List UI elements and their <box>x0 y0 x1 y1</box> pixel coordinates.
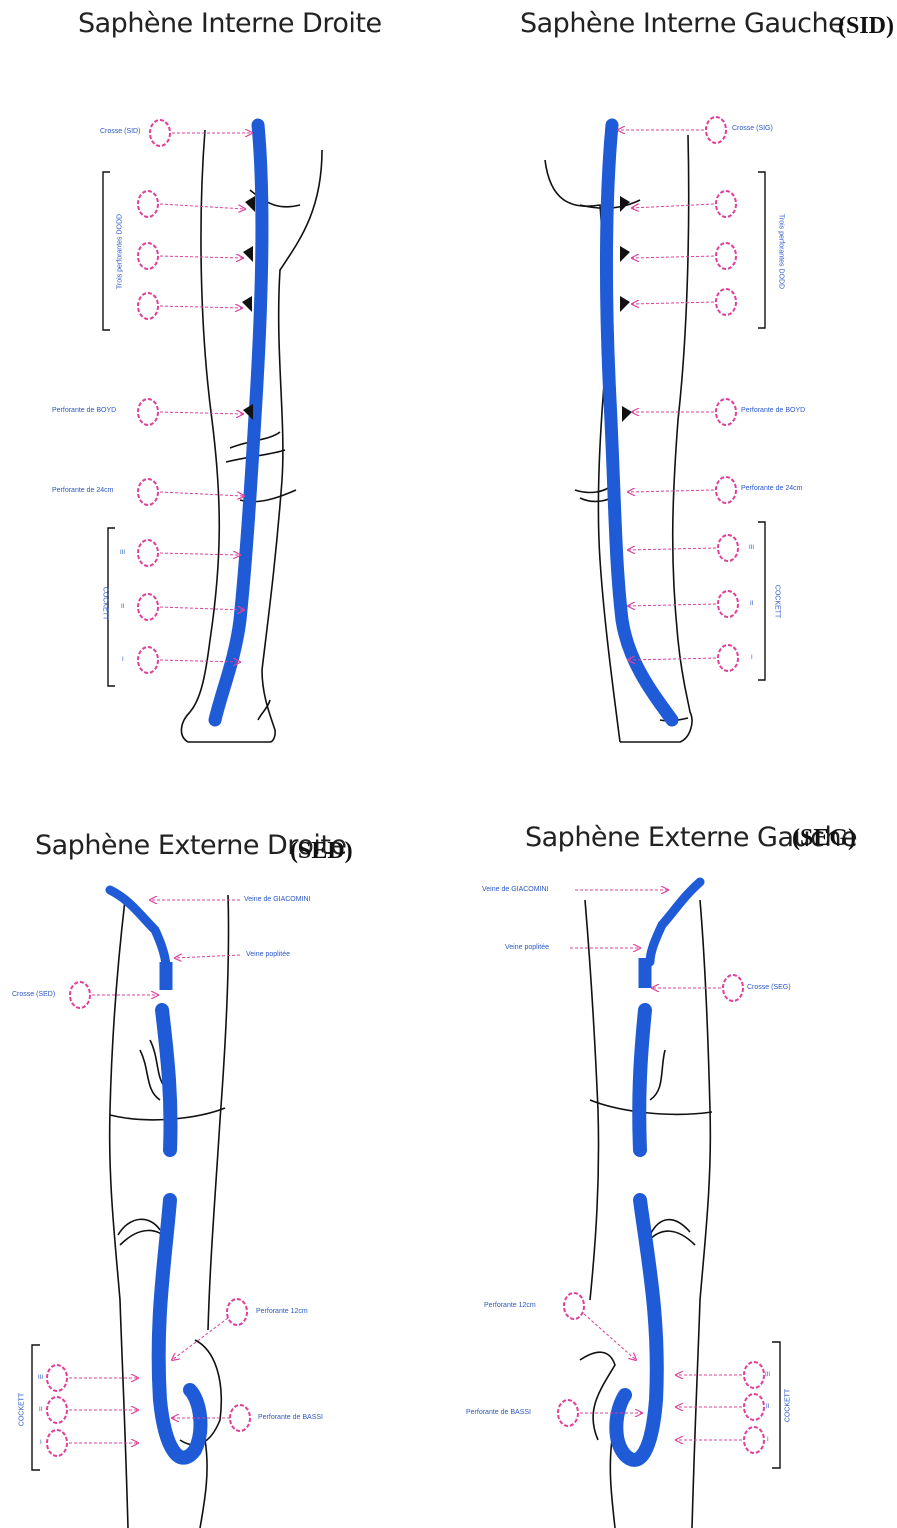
sed-lower-vein <box>159 1200 201 1458</box>
seg-lower-vein <box>616 1200 656 1460</box>
sig-brackets <box>758 172 765 680</box>
sig-label-r1: I <box>751 655 753 661</box>
sid-label-p24: Perforante de 24cm <box>52 487 113 494</box>
sid-vein <box>215 125 262 720</box>
seg-label-r2: II <box>766 1404 769 1410</box>
sid-label-cockett: COCKETT <box>102 579 109 629</box>
sed-label-bassi: Perforante de BASSI <box>258 1414 323 1421</box>
sig-vein <box>606 125 672 720</box>
sig-label-boyd: Perforante de BOYD <box>741 407 805 414</box>
seg-label-poplitee: Veine poplitée <box>505 944 549 951</box>
sed-label-p12: Perforante 12cm <box>256 1308 308 1315</box>
seg-label-cockett: COCKETT <box>785 1384 792 1428</box>
sig-label-crosse: Crosse (SIG) <box>732 125 773 132</box>
sid-label-dodd: Trois perforantes DODD <box>117 202 124 302</box>
seg-label-p12: Perforante 12cm <box>484 1302 536 1309</box>
sed-label-r3: III <box>38 1375 43 1381</box>
sid-label-r1: I <box>122 657 124 663</box>
sed-upper-vein <box>162 1010 171 1150</box>
sid-label-boyd: Perforante de BOYD <box>52 407 116 414</box>
seg-giacomini <box>650 882 700 962</box>
sid-label-crosse: Crosse (SID) <box>100 128 140 135</box>
sed-markers <box>47 982 250 1456</box>
sed-label-r1: I <box>40 1440 42 1446</box>
sig-label-p24: Perforante de 24cm <box>741 485 802 492</box>
seg-upper-vein <box>639 1010 645 1150</box>
sig-label-dodd: Trois perforantes DODD <box>778 202 785 302</box>
sid-label-r2: II <box>121 604 124 610</box>
sig-arrows <box>618 130 716 660</box>
seg-label-r1: I <box>767 1437 769 1443</box>
sid-markers <box>138 120 170 673</box>
sed-label-poplitee: Veine poplitée <box>246 951 290 958</box>
sig-label-r3: III <box>749 545 754 551</box>
seg-label-r3: III <box>765 1372 770 1378</box>
sig-label-r2: II <box>750 601 753 607</box>
sid-label-r3: III <box>120 550 125 556</box>
seg-label-giacomini: Veine de GIACOMINI <box>482 886 549 893</box>
sed-label-crosse: Crosse (SED) <box>12 991 55 998</box>
sig-perforator-nubs <box>620 196 632 422</box>
sed-label-r2: II <box>39 1407 42 1413</box>
sed-label-giacomini: Veine de GIACOMINI <box>244 896 311 903</box>
sig-leg-outline <box>545 135 692 742</box>
sed-label-cockett: COCKETT <box>19 1388 26 1432</box>
seg-label-bassi: Perforante de BASSI <box>466 1409 531 1416</box>
sed-giacomini <box>110 890 166 965</box>
seg-brackets <box>772 1342 780 1468</box>
sig-markers <box>706 117 738 671</box>
seg-label-crosse: Crosse (SEG) <box>747 984 791 991</box>
sig-label-cockett: COCKETT <box>774 577 781 627</box>
